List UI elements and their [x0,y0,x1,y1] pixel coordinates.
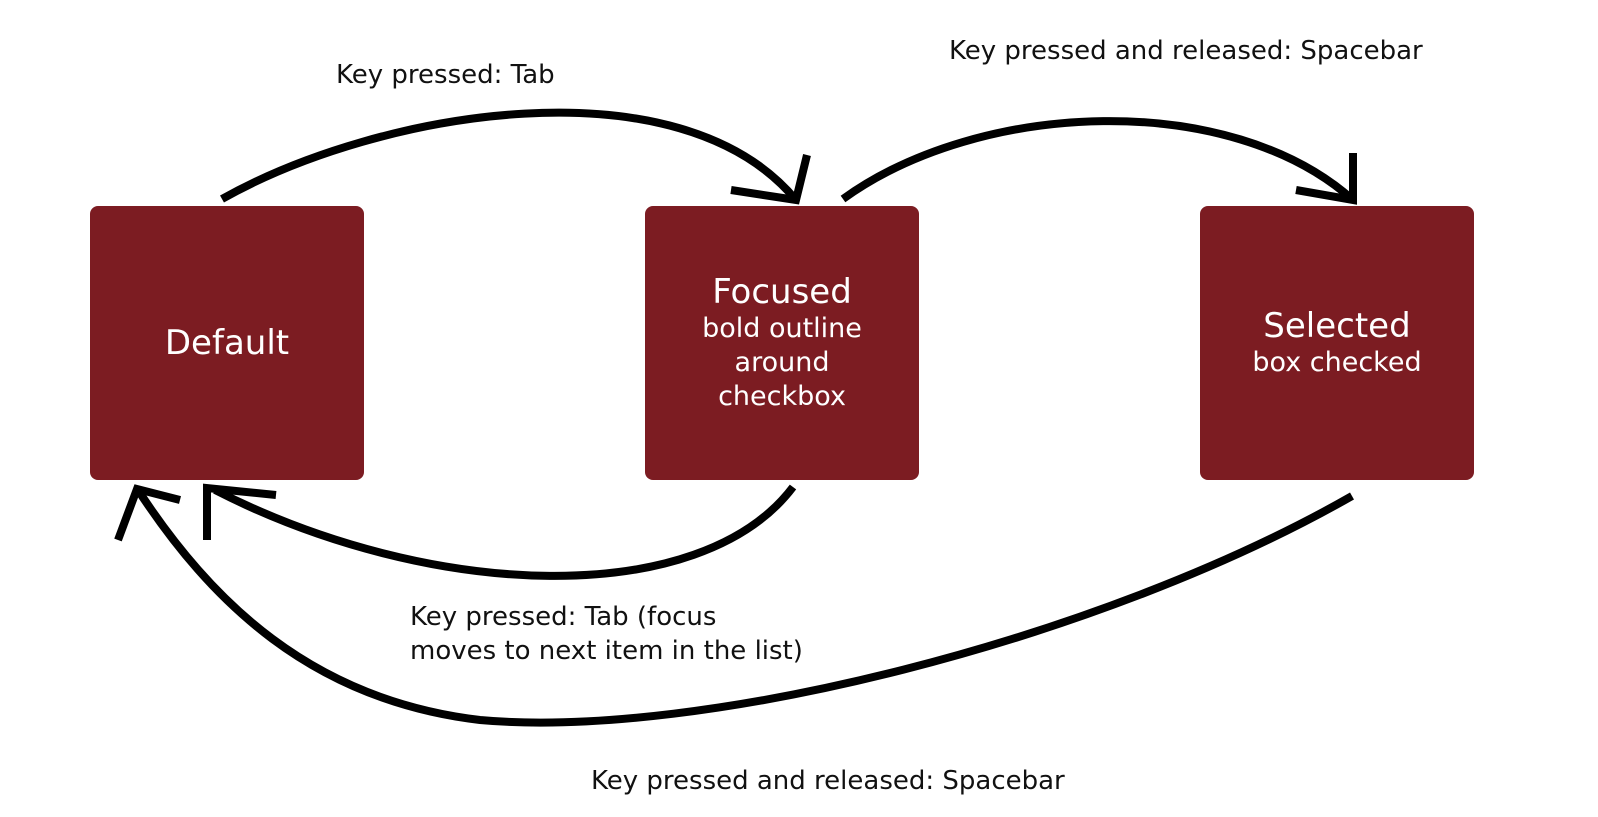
state-selected-description: box checked [1252,347,1422,378]
state-focused: Focused bold outline around checkbox [645,206,919,480]
label-focused-to-default-line2: moves to next item in the list) [410,636,803,666]
arrowhead-default-to-focused [730,154,811,205]
state-focused-title: Focused [712,272,852,312]
arrow-focused-to-selected [840,117,1356,203]
label-selected-to-default: Key pressed and released: Spacebar [591,766,1065,796]
arrowhead-focused-to-default [203,483,277,540]
label-focused-to-selected: Key pressed and released: Spacebar [949,36,1423,66]
state-focused-description-line2: checkbox [718,381,846,412]
state-default: Default [90,206,364,480]
label-default-to-focused: Key pressed: Tab [336,60,555,90]
arrowhead-focused-to-selected [1295,153,1357,205]
state-selected-title: Selected [1263,306,1411,346]
arrow-focused-to-default [213,484,797,580]
arrowhead-selected-to-default [114,484,181,542]
state-focused-description-line1: bold outline around [702,313,862,378]
label-focused-to-default-line1: Key pressed: Tab (focus [410,602,717,632]
arrow-default-to-focused [220,108,800,203]
state-selected: Selected box checked [1200,206,1474,480]
arrow-selected-to-default [134,487,1354,727]
state-default-title: Default [164,323,290,363]
